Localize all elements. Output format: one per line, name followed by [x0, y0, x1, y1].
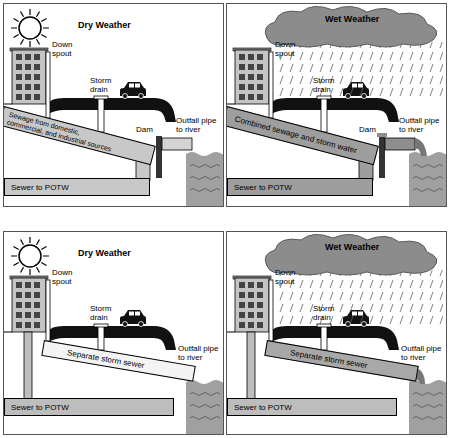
callout-label: Outfall pipe to river: [399, 116, 445, 134]
pipe-label: Sewer to POTW: [11, 183, 111, 192]
panel-heading: Wet Weather: [325, 14, 379, 25]
downspout: [269, 280, 273, 341]
callout-label: Storm drain: [313, 304, 343, 322]
sewer-pipe: Sewer to POTW: [227, 398, 397, 416]
pipe-label: Sewage from domestic, commercial, and in…: [6, 111, 116, 154]
sun-symbol: [11, 237, 49, 275]
storm-drain: [321, 325, 327, 350]
panel-art: [227, 4, 446, 206]
callout-label: Outfall pipe to river: [401, 344, 445, 362]
callout-label: Storm drain: [90, 304, 120, 322]
sun-symbol: [11, 9, 49, 47]
panel-heading: Wet Weather: [325, 242, 379, 253]
downspout: [46, 280, 50, 341]
downspout: [46, 52, 50, 118]
panel-art: [4, 232, 223, 434]
pipe-label: Separate storm sewer: [66, 348, 176, 375]
downspout: [269, 52, 273, 118]
pipe-label: Separate storm sewer: [289, 348, 399, 375]
overflow-water: [377, 133, 387, 137]
building-sewer: [247, 332, 255, 400]
sewer-pipe: Separate storm sewer: [264, 340, 418, 382]
callout-label: Down spout: [275, 268, 305, 286]
drain-grate: [94, 324, 108, 327]
callout-label: Storm drain: [313, 76, 343, 94]
town-scene: [4, 276, 223, 434]
storm-drain: [98, 325, 104, 350]
weather-panel: Dry WeatherSewage from domestic, commerc…: [3, 3, 224, 207]
drain-grate: [94, 96, 108, 99]
panel-art: [227, 232, 446, 434]
sewer-pipe: Sewage from domestic, commercial, and in…: [3, 106, 156, 165]
sewer-pipe: Separate storm sewer: [41, 340, 195, 382]
panel-heading: Dry Weather: [78, 248, 131, 259]
storm-drain: [321, 97, 327, 132]
callout-label: Dam: [359, 125, 379, 134]
pipe-label: Combined sewage and storm water: [234, 115, 372, 159]
callout-label: Down spout: [52, 40, 82, 58]
pipe-label: Sewer to POTW: [234, 183, 334, 192]
sewer-pipe: Sewer to POTW: [4, 178, 150, 196]
storm-drain: [98, 97, 104, 132]
callout-label: Outfall pipe to river: [176, 116, 222, 134]
drain-grate: [317, 324, 331, 327]
panel-art: [4, 4, 223, 206]
drain-grate: [317, 96, 331, 99]
sewer-pipe: Sewer to POTW: [4, 398, 174, 416]
callout-label: Down spout: [52, 268, 82, 286]
sewer-pipe: Combined sewage and storm water: [226, 106, 379, 165]
pipe-label: Sewer to POTW: [234, 403, 334, 412]
dam: [156, 136, 162, 178]
outfall-pipe: [385, 138, 415, 150]
callout-label: Down spout: [275, 40, 305, 58]
town-scene: [4, 48, 223, 206]
outfall-pipe: [162, 138, 192, 150]
building-sewer: [24, 332, 32, 400]
callout-label: Dam: [136, 125, 156, 134]
weather-panel: Dry WeatherSeparate storm sewerSewer to …: [3, 231, 224, 435]
rain-cloud: [265, 234, 443, 324]
outfall-flow: [415, 138, 427, 156]
weather-panel: Wet WeatherSeparate storm sewerSewer to …: [226, 231, 447, 435]
weather-panel: Wet WeatherCombined sewage and storm wat…: [226, 3, 447, 207]
rain-cloud: [265, 6, 443, 96]
pipe-label: Sewer to POTW: [11, 403, 111, 412]
callout-label: Outfall pipe to river: [178, 344, 222, 362]
callout-label: Storm drain: [90, 76, 120, 94]
panel-heading: Dry Weather: [78, 20, 131, 31]
sewer-pipe: Sewer to POTW: [227, 178, 373, 196]
dam: [379, 136, 385, 178]
